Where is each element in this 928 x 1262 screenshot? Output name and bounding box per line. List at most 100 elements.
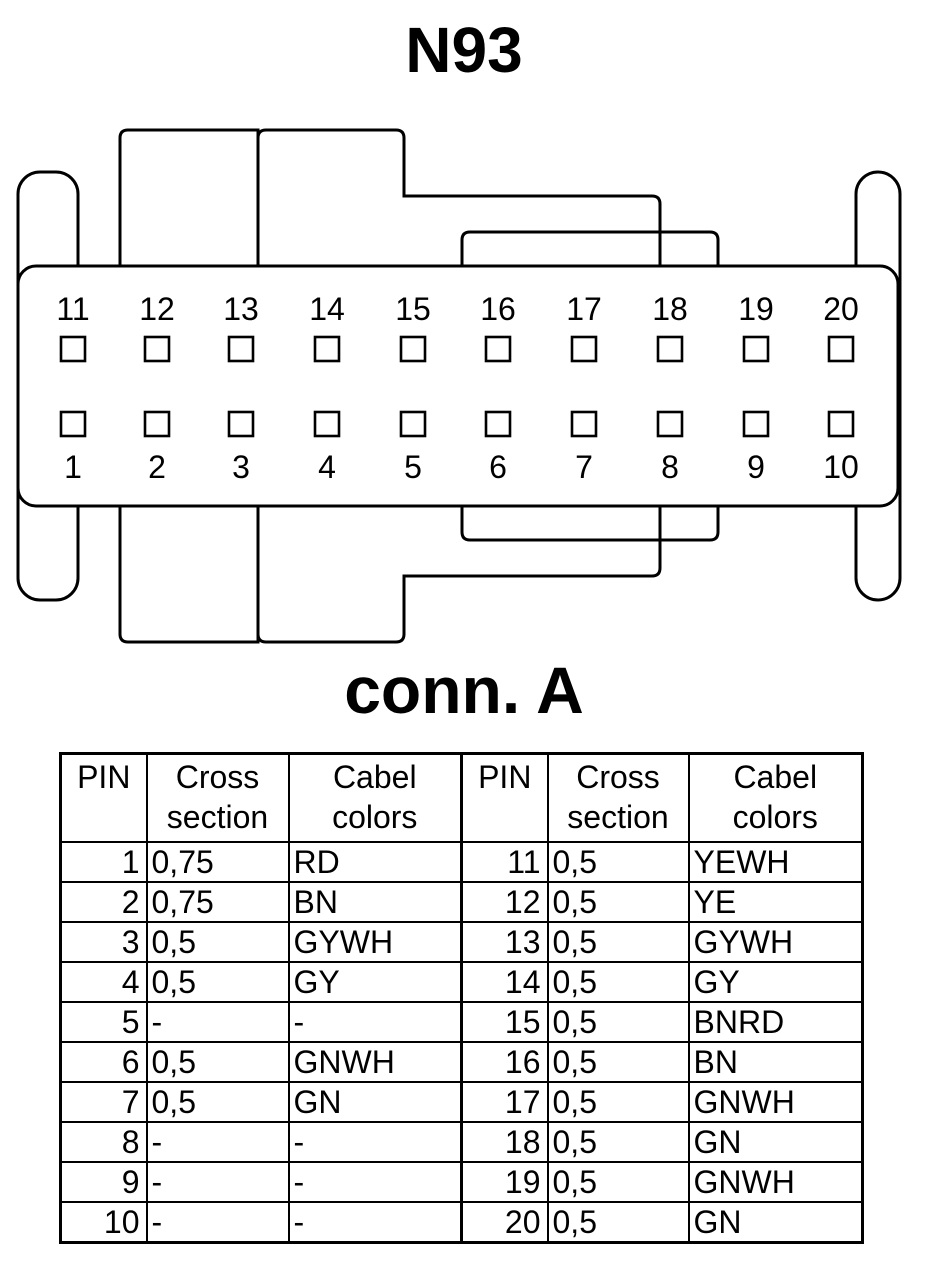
cross-section-cell: 0,5 xyxy=(546,921,690,963)
pin-number: 17 xyxy=(460,1081,549,1123)
pin-label-bottom: 7 xyxy=(575,449,593,485)
pin-number: 3 xyxy=(59,921,148,963)
pin-label-top: 20 xyxy=(823,291,859,327)
bottom-block-mid xyxy=(256,504,662,644)
cross-section-cell: - xyxy=(145,1161,290,1203)
cross-section-cell: 0,5 xyxy=(546,1001,690,1043)
pin-label-bottom: 8 xyxy=(661,449,679,485)
pin-square-bottom xyxy=(59,410,87,438)
cross-section-cell: - xyxy=(145,1001,290,1043)
pin-square-bottom xyxy=(399,410,427,438)
top-block-mid xyxy=(256,128,662,268)
connector-label: conn. A xyxy=(344,653,584,727)
pin-number: 5 xyxy=(59,1001,148,1043)
cable-color-cell: GNWH xyxy=(687,1161,864,1203)
pin-number: 11 xyxy=(460,841,549,883)
pin-square-top xyxy=(227,335,255,363)
pin-square-bottom xyxy=(484,410,512,438)
cable-color-cell: GY xyxy=(687,961,864,1003)
cross-section-cell: 0,75 xyxy=(145,841,290,883)
pin-label-top: 15 xyxy=(395,291,431,327)
pin-square-bottom xyxy=(313,410,341,438)
cable-color-cell: GYWH xyxy=(287,921,463,963)
pin-number: 4 xyxy=(59,961,148,1003)
pin-number: 8 xyxy=(59,1121,148,1163)
bottom-block-right xyxy=(460,504,720,542)
cable-color-cell: GYWH xyxy=(687,921,864,963)
cross-section-cell: 0,5 xyxy=(546,841,690,883)
cable-color-cell: GN xyxy=(687,1201,864,1244)
pin-number: 15 xyxy=(460,1001,549,1043)
pin-number: 16 xyxy=(460,1041,549,1083)
pin-square-top xyxy=(313,335,341,363)
pin-number: 13 xyxy=(460,921,549,963)
pin-label-top: 19 xyxy=(738,291,774,327)
cross-section-cell: 0,5 xyxy=(145,1041,290,1083)
cable-color-cell: GN xyxy=(287,1081,463,1123)
pin-number: 19 xyxy=(460,1161,549,1203)
pin-square-top xyxy=(827,335,855,363)
cross-section-cell: 0,5 xyxy=(546,961,690,1003)
cable-color-cell: GN xyxy=(687,1121,864,1163)
top-block-right xyxy=(460,230,720,268)
cross-section-cell: 0,5 xyxy=(546,1121,690,1163)
cross-section-cell: 0,5 xyxy=(546,1161,690,1203)
top-block-left xyxy=(118,128,260,268)
header-pin: PIN xyxy=(59,752,148,843)
cross-section-cell: 0,5 xyxy=(546,881,690,923)
cable-color-cell: - xyxy=(287,1201,463,1244)
pin-square-bottom xyxy=(656,410,684,438)
pin-label-top: 17 xyxy=(566,291,602,327)
cable-color-cell: GY xyxy=(287,961,463,1003)
cross-section-cell: 0,5 xyxy=(546,1081,690,1123)
header-pin: PIN xyxy=(460,752,549,843)
pin-square-bottom xyxy=(227,410,255,438)
cable-color-cell: BN xyxy=(687,1041,864,1083)
cable-color-cell: YEWH xyxy=(687,841,864,883)
pin-label-top: 12 xyxy=(139,291,175,327)
connector-body xyxy=(16,264,900,508)
pin-label-bottom: 1 xyxy=(64,449,82,485)
cross-section-cell: 0,75 xyxy=(145,881,290,923)
page-title: N93 xyxy=(405,14,523,86)
cable-color-cell: - xyxy=(287,1161,463,1203)
cable-color-cell: GNWH xyxy=(687,1081,864,1123)
pin-number: 18 xyxy=(460,1121,549,1163)
pin-square-bottom xyxy=(143,410,171,438)
pin-number: 14 xyxy=(460,961,549,1003)
pin-number: 10 xyxy=(59,1201,148,1244)
pin-number: 9 xyxy=(59,1161,148,1203)
pin-square-bottom xyxy=(742,410,770,438)
cross-section-cell: 0,5 xyxy=(145,921,290,963)
cable-color-cell: RD xyxy=(287,841,463,883)
pin-label-top: 11 xyxy=(56,291,89,327)
cross-section-cell: - xyxy=(145,1201,290,1244)
pin-square-top xyxy=(742,335,770,363)
pin-label-bottom: 5 xyxy=(404,449,422,485)
pin-square-bottom xyxy=(570,410,598,438)
cross-section-cell: 0,5 xyxy=(145,1081,290,1123)
pin-label-top: 14 xyxy=(309,291,345,327)
cable-color-cell: - xyxy=(287,1121,463,1163)
pin-square-top xyxy=(656,335,684,363)
pin-label-top: 16 xyxy=(480,291,516,327)
cable-color-cell: YE xyxy=(687,881,864,923)
pin-number: 6 xyxy=(59,1041,148,1083)
pin-square-top xyxy=(399,335,427,363)
pin-label-bottom: 2 xyxy=(148,449,166,485)
pin-label-top: 18 xyxy=(652,291,688,327)
